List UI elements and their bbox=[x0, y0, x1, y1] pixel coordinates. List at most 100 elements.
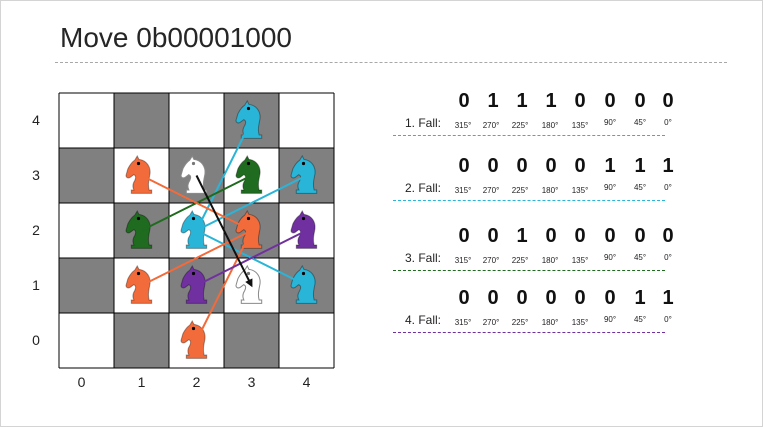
move-line bbox=[196, 229, 307, 287]
degree-label: 225° bbox=[511, 318, 529, 327]
bit: 1 bbox=[516, 90, 528, 112]
knight-eye bbox=[191, 271, 196, 276]
knight-icon bbox=[235, 155, 263, 194]
knight-icon bbox=[235, 100, 263, 139]
bit: 1 bbox=[487, 90, 499, 112]
knight-icon bbox=[290, 265, 318, 304]
move-arrow bbox=[195, 175, 253, 288]
degree-label: 225° bbox=[511, 186, 529, 195]
bit: 1 bbox=[634, 155, 646, 177]
degree-label: 90° bbox=[603, 183, 617, 192]
knight-eye bbox=[136, 271, 141, 276]
degree-label: 135° bbox=[571, 318, 589, 327]
knight-eye bbox=[246, 106, 251, 111]
bit: 0 bbox=[604, 225, 616, 247]
light-square bbox=[59, 93, 114, 148]
degree-label: 135° bbox=[571, 121, 589, 130]
case-label: 2. Fall: bbox=[405, 181, 442, 195]
bit: 0 bbox=[458, 225, 470, 247]
knight-icon bbox=[180, 265, 208, 304]
degree-label: 180° bbox=[541, 121, 559, 130]
degree-label: 135° bbox=[571, 256, 589, 265]
bit: 1 bbox=[516, 225, 528, 247]
case-divider bbox=[393, 135, 665, 136]
knight-icon bbox=[180, 320, 208, 359]
bit: 0 bbox=[545, 225, 557, 247]
bit: 0 bbox=[545, 155, 557, 177]
degree-label: 315° bbox=[454, 256, 472, 265]
dark-square bbox=[114, 93, 169, 148]
knight-eye bbox=[191, 161, 196, 166]
light-square bbox=[59, 313, 114, 368]
degree-label: 270° bbox=[482, 186, 500, 195]
degree-label: 270° bbox=[482, 256, 500, 265]
case-divider bbox=[393, 332, 665, 333]
degree-label: 0° bbox=[664, 253, 672, 262]
title-divider bbox=[55, 62, 727, 63]
row-label: 2 bbox=[32, 221, 40, 238]
dark-square bbox=[224, 313, 279, 368]
column-label: 1 bbox=[137, 374, 146, 390]
move-line bbox=[141, 174, 252, 232]
light-square bbox=[169, 93, 224, 148]
degree-label: 0° bbox=[664, 183, 672, 192]
bit: 0 bbox=[545, 287, 557, 309]
knight-eye bbox=[191, 216, 196, 221]
bit: 0 bbox=[458, 287, 470, 309]
row-label: 3 bbox=[32, 166, 40, 183]
degree-label: 45° bbox=[633, 315, 647, 324]
bit: 0 bbox=[662, 90, 674, 112]
bit: 0 bbox=[487, 287, 499, 309]
bit: 1 bbox=[545, 90, 557, 112]
knight-eye bbox=[301, 161, 306, 166]
knight-eye bbox=[191, 326, 196, 331]
bit: 0 bbox=[604, 287, 616, 309]
knight-eye bbox=[246, 271, 251, 276]
light-square bbox=[279, 93, 334, 148]
knight-icon bbox=[235, 210, 263, 249]
degree-label: 315° bbox=[454, 318, 472, 327]
bit: 1 bbox=[662, 287, 674, 309]
degree-label: 45° bbox=[633, 118, 647, 127]
bit: 0 bbox=[487, 155, 499, 177]
knight-icon bbox=[290, 210, 318, 249]
bit: 0 bbox=[634, 225, 646, 247]
bit: 1 bbox=[662, 155, 674, 177]
bit: 1 bbox=[604, 155, 616, 177]
degree-label: 315° bbox=[454, 186, 472, 195]
move-line bbox=[196, 174, 307, 232]
column-label: 2 bbox=[192, 374, 201, 390]
knight-eye bbox=[301, 216, 306, 221]
knight-icon bbox=[180, 210, 208, 249]
bit: 0 bbox=[634, 90, 646, 112]
row-label: 4 bbox=[32, 111, 40, 128]
knight-icon bbox=[125, 155, 153, 194]
bit: 0 bbox=[574, 90, 586, 112]
knight-eye bbox=[246, 216, 251, 221]
knight-eye bbox=[301, 271, 306, 276]
degree-label: 0° bbox=[664, 315, 672, 324]
degree-label: 180° bbox=[541, 318, 559, 327]
knight-icon bbox=[290, 155, 318, 194]
bit: 0 bbox=[516, 155, 528, 177]
degree-label: 0° bbox=[664, 118, 672, 127]
knight-icon bbox=[125, 210, 153, 249]
row-label: 0 bbox=[32, 331, 40, 348]
bit: 0 bbox=[574, 287, 586, 309]
bit: 0 bbox=[574, 155, 586, 177]
degree-label: 45° bbox=[633, 253, 647, 262]
case-label: 3. Fall: bbox=[405, 251, 442, 265]
degree-label: 90° bbox=[603, 253, 617, 262]
dark-square bbox=[59, 148, 114, 203]
degree-label: 270° bbox=[482, 121, 500, 130]
column-label: 4 bbox=[302, 374, 311, 390]
knight-icon bbox=[235, 265, 263, 304]
degree-label: 45° bbox=[633, 183, 647, 192]
bit: 0 bbox=[487, 225, 499, 247]
row-label: 1 bbox=[32, 276, 40, 293]
degree-label: 90° bbox=[603, 118, 617, 127]
knight-eye bbox=[246, 161, 251, 166]
degree-label: 180° bbox=[541, 256, 559, 265]
move-line bbox=[195, 230, 253, 341]
